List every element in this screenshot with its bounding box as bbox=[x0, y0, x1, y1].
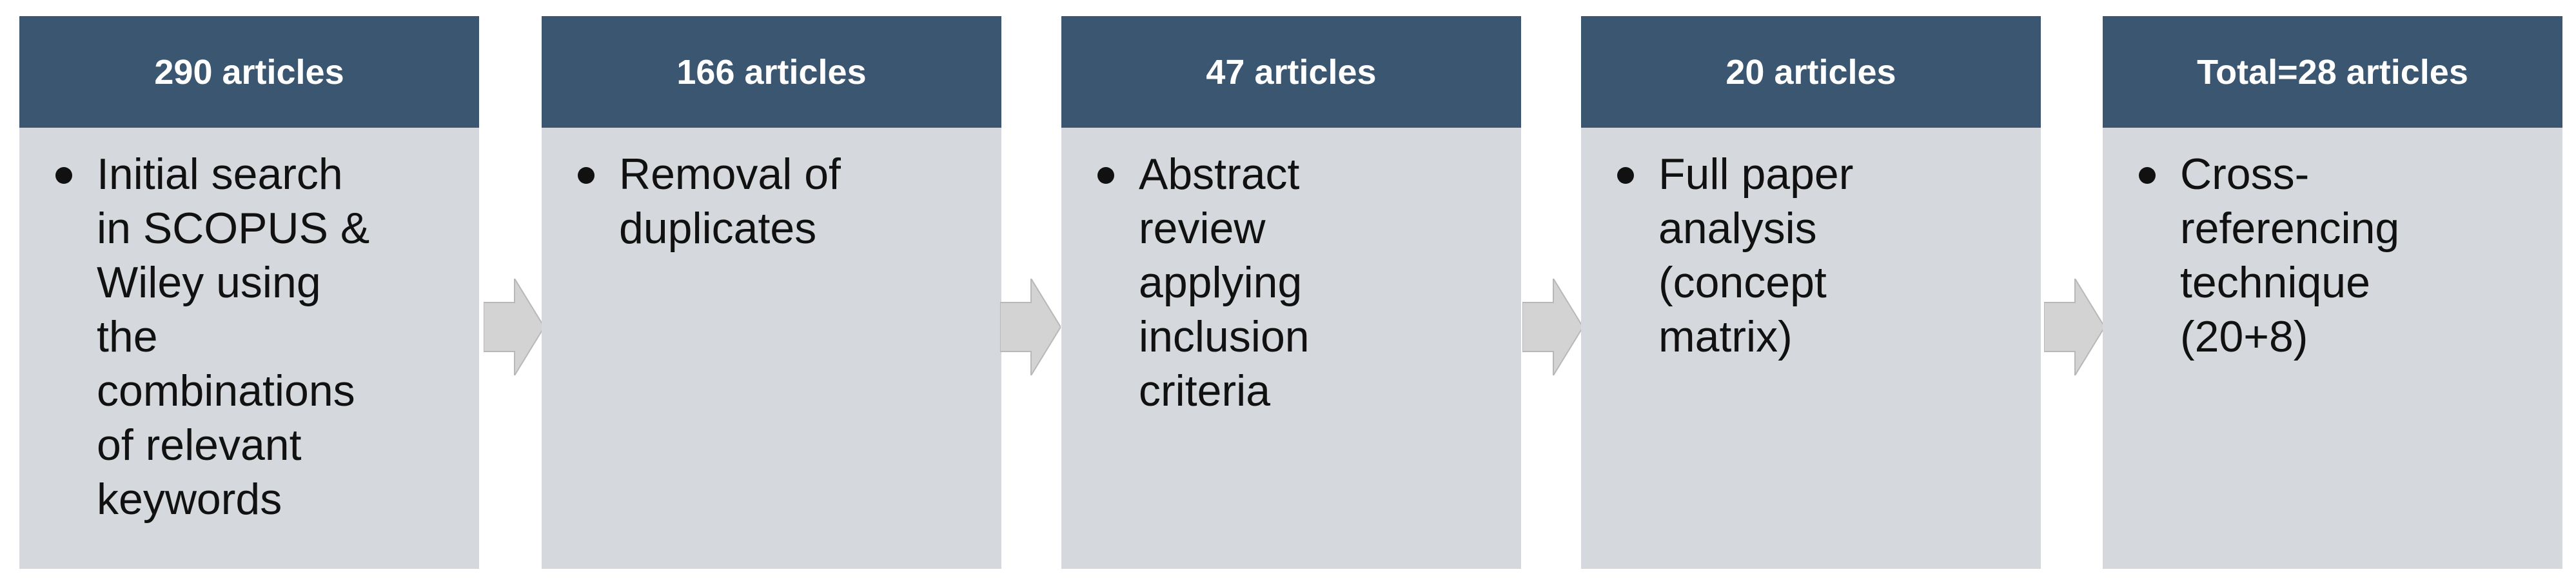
step-1-description: Initial search in SCOPUS & Wiley using t… bbox=[97, 150, 370, 524]
step-3-description: Abstract review applying inclusion crite… bbox=[1139, 150, 1310, 415]
step-2-body: Removal of duplicates bbox=[542, 128, 1001, 569]
step-5-body: Cross- referencing technique (20+8) bbox=[2103, 128, 2562, 569]
bullet-icon bbox=[1097, 167, 1114, 184]
step-4-bullet-item: Full paper analysis (concept matrix) bbox=[1617, 147, 2018, 364]
step-1-header: 290 articles bbox=[19, 16, 479, 128]
arrow-right-icon bbox=[484, 279, 544, 375]
step-3-box: 47 articles Abstract review applying inc… bbox=[1061, 16, 1521, 569]
step-4-body: Full paper analysis (concept matrix) bbox=[1581, 128, 2041, 569]
bullet-icon bbox=[1617, 167, 1634, 184]
step-3-bullet-item: Abstract review applying inclusion crite… bbox=[1097, 147, 1498, 418]
arrow-right-icon bbox=[1522, 279, 1583, 375]
arrow-right-icon bbox=[2044, 279, 2105, 375]
bullet-icon bbox=[578, 167, 595, 184]
step-5-box: Total=28 articles Cross- referencing tec… bbox=[2103, 16, 2562, 569]
step-2-bullet-item: Removal of duplicates bbox=[578, 147, 978, 255]
bullet-icon bbox=[55, 167, 72, 184]
arrow-right-icon bbox=[1000, 279, 1061, 375]
step-5-bullet-item: Cross- referencing technique (20+8) bbox=[2139, 147, 2539, 364]
bullet-icon bbox=[2139, 167, 2156, 184]
step-2-box: 166 articles Removal of duplicates bbox=[542, 16, 1001, 569]
step-2-description: Removal of duplicates bbox=[619, 150, 841, 253]
step-3-body: Abstract review applying inclusion crite… bbox=[1061, 128, 1521, 569]
step-1-body: Initial search in SCOPUS & Wiley using t… bbox=[19, 128, 479, 569]
step-4-description: Full paper analysis (concept matrix) bbox=[1658, 150, 1854, 361]
step-5-header: Total=28 articles bbox=[2103, 16, 2562, 128]
step-4-header: 20 articles bbox=[1581, 16, 2041, 128]
step-1-box: 290 articles Initial search in SCOPUS & … bbox=[19, 16, 479, 569]
step-1-bullet-item: Initial search in SCOPUS & Wiley using t… bbox=[55, 147, 456, 526]
step-3-header: 47 articles bbox=[1061, 16, 1521, 128]
step-5-description: Cross- referencing technique (20+8) bbox=[2180, 150, 2400, 361]
step-2-header: 166 articles bbox=[542, 16, 1001, 128]
step-4-box: 20 articles Full paper analysis (concept… bbox=[1581, 16, 2041, 569]
